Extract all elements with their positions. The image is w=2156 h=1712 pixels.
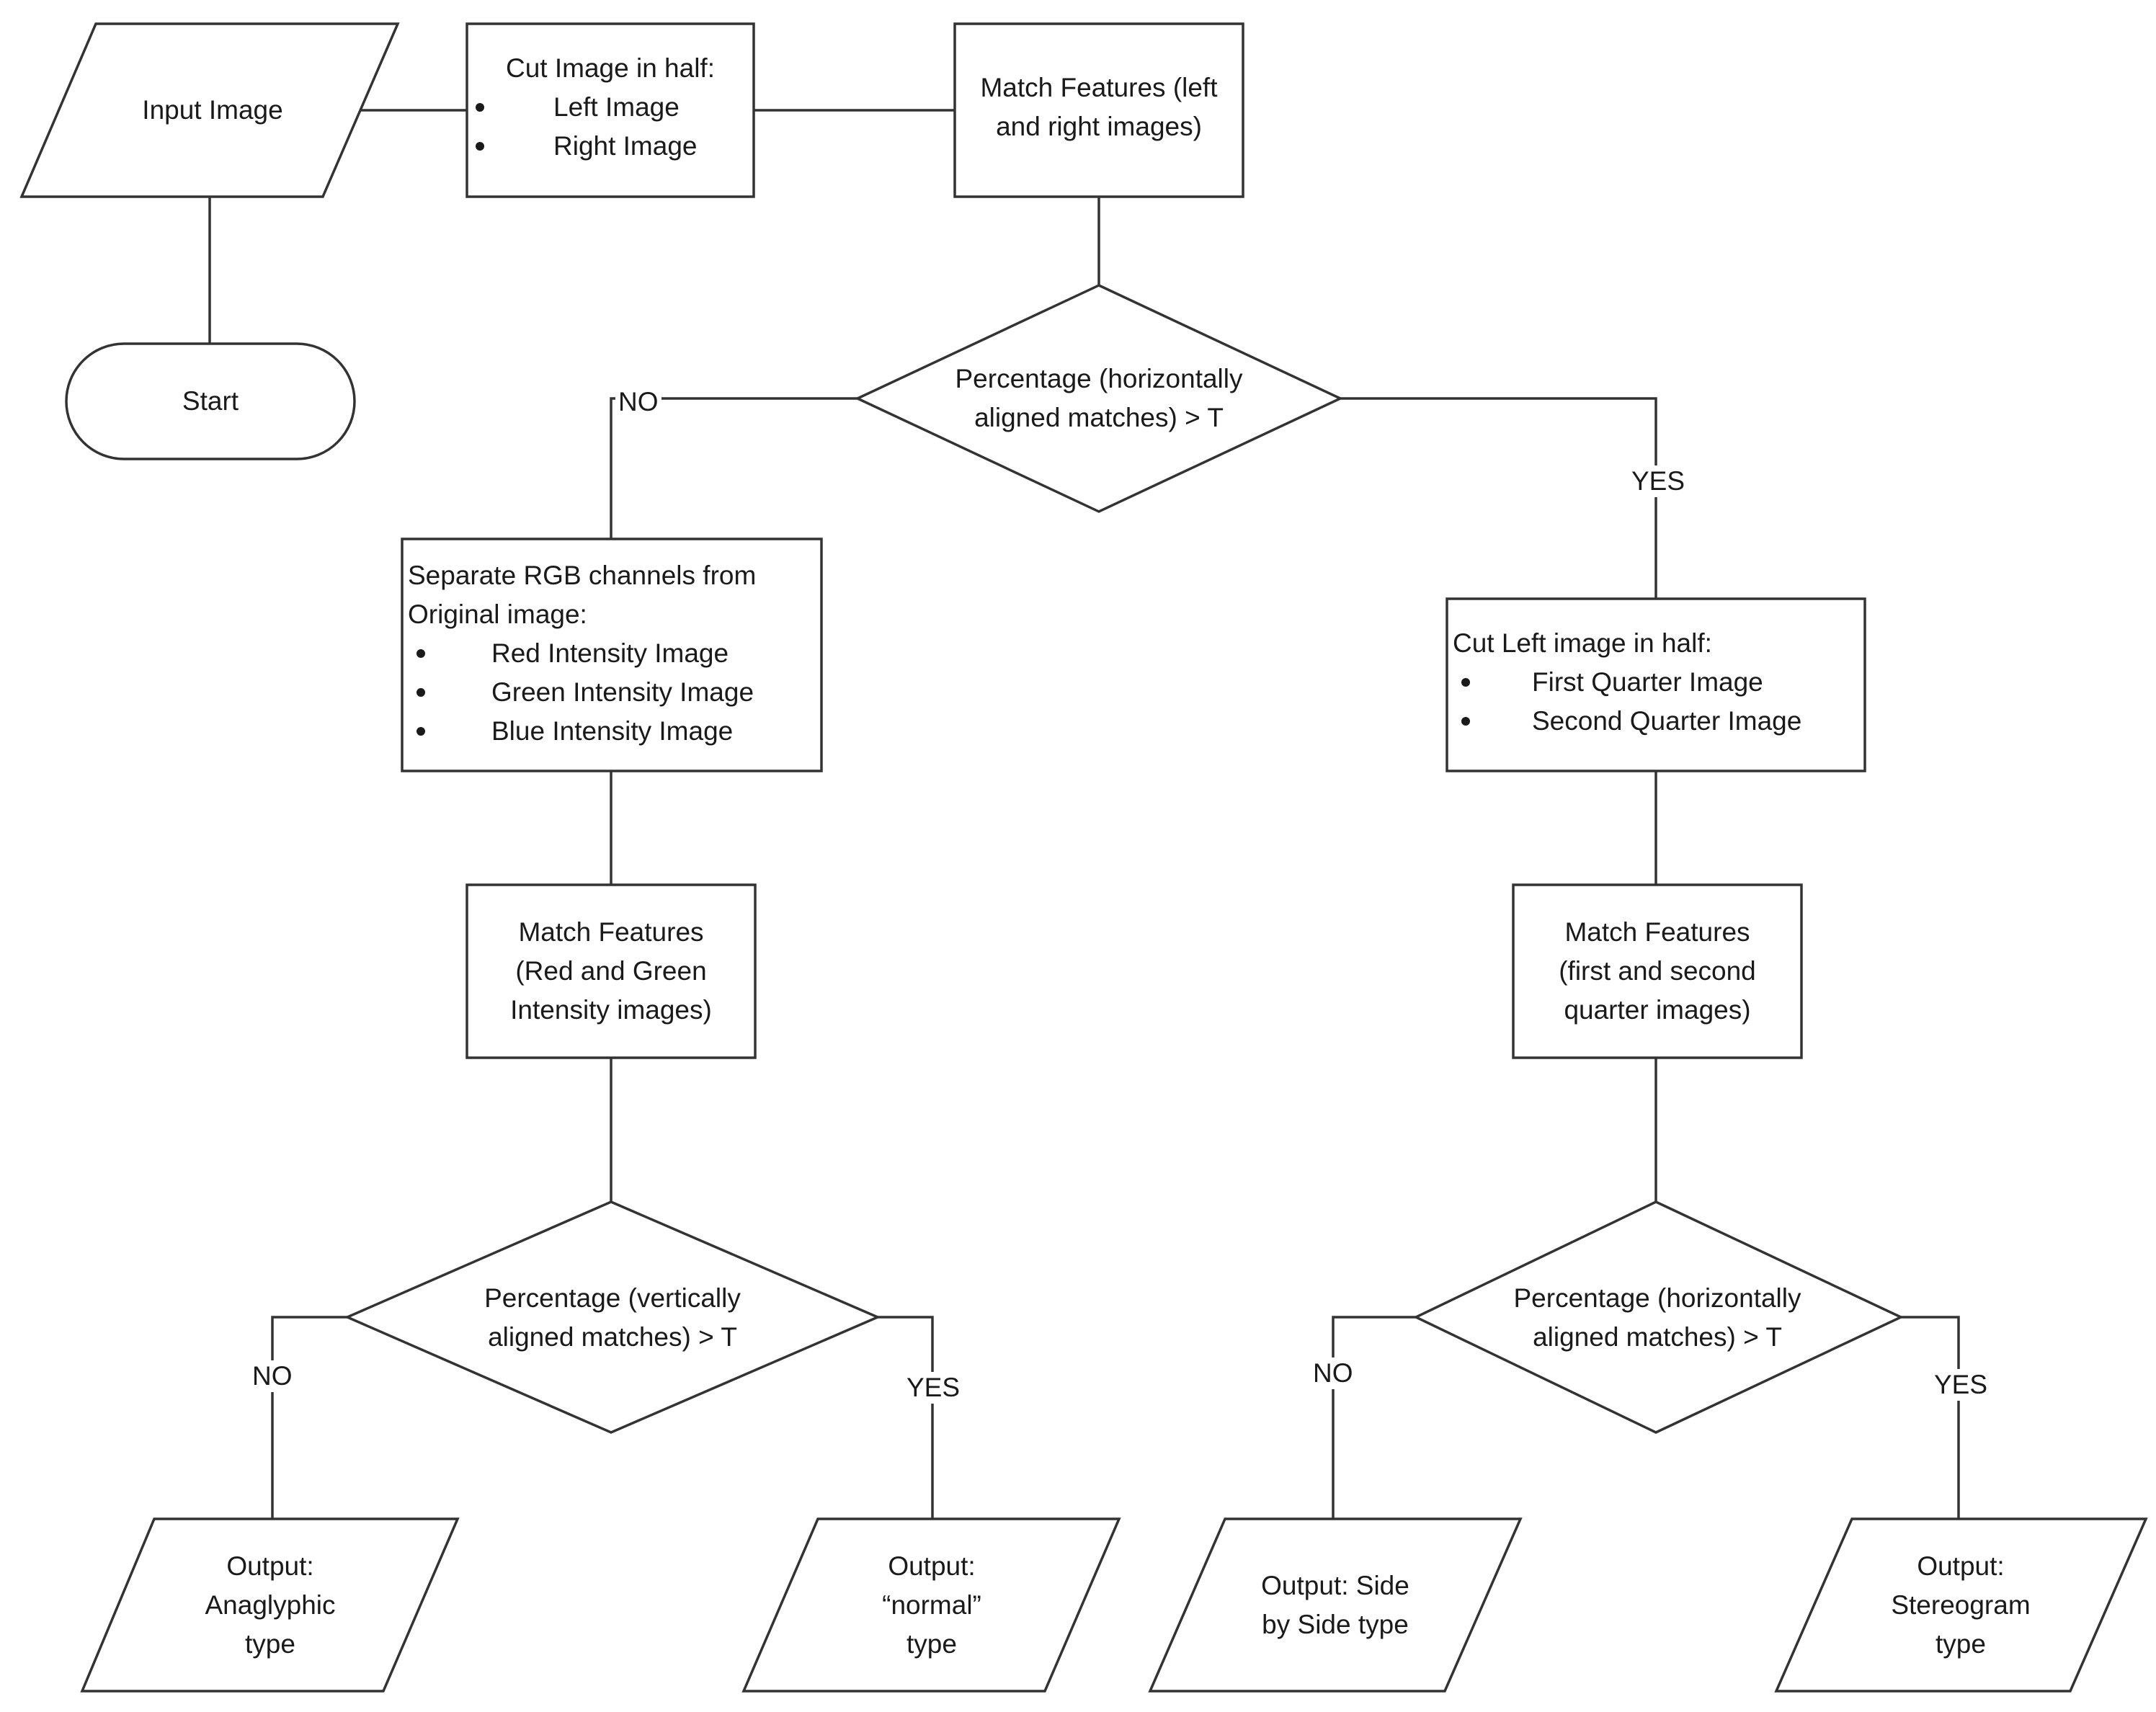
start-shape <box>65 342 356 460</box>
match-rg-label: Match Features (Red and Green Intensity … <box>510 917 712 1025</box>
match-lr-shape <box>953 22 1244 198</box>
cut-half-shape <box>466 22 755 198</box>
out-normal-label: Output: “normal” type <box>882 1551 981 1659</box>
input-image-label: Input Image <box>65 24 360 197</box>
connector-decisionh2-yes <box>1901 1316 1960 1519</box>
decision-h2-shape <box>1412 1200 1905 1434</box>
edge-label-yes: YES <box>1931 1369 1991 1401</box>
separate-rgb-list: Red Intensity Image Green Intensity Imag… <box>408 634 819 751</box>
bullet-icon <box>416 649 425 658</box>
decision-h2-label: Percentage (horizontally aligned matches… <box>1513 1283 1801 1352</box>
out-sidebyside-label: Output: Side by Side type <box>1261 1570 1409 1639</box>
connector-decisionh2-no <box>1332 1316 1416 1519</box>
connector-decisionv-no <box>271 1316 347 1519</box>
cut-left-shape <box>1446 597 1866 772</box>
cut-left-list: First Quarter Image Second Quarter Image <box>1453 663 1863 741</box>
list-item: Green Intensity Image <box>408 673 819 712</box>
input-image-text: Input Image <box>142 95 283 125</box>
bullet-icon <box>1461 678 1470 687</box>
bullet-icon <box>476 103 484 112</box>
edge-label-no: NO <box>1310 1357 1356 1389</box>
edge-label-no: NO <box>249 1360 295 1392</box>
list-item: Blue Intensity Image <box>408 712 819 751</box>
bullet-icon <box>1461 717 1470 726</box>
cut-half-label: Cut Image in half: Left Image Right Imag… <box>467 49 754 179</box>
match-lr-label: Match Features (left and right images) <box>980 73 1218 141</box>
start-text: Start <box>182 386 239 416</box>
bullet-icon <box>416 688 425 697</box>
out-stereogram-shape <box>1774 1517 2148 1693</box>
decision-h1-label: Percentage (horizontally aligned matches… <box>955 364 1243 432</box>
list-item: Right Image <box>467 127 754 166</box>
list-item: Red Intensity Image <box>408 634 819 673</box>
connector-decision-yes <box>1340 397 1657 599</box>
cut-half-title: Cut Image in half: <box>506 53 715 83</box>
cut-half-list: Left Image Right Image <box>467 88 754 166</box>
separate-rgb-label: Separate RGB channels from Original imag… <box>408 556 819 758</box>
input-image-shape <box>19 22 400 198</box>
connector-decisionv-yes <box>878 1316 934 1519</box>
out-anaglyphic-shape <box>80 1517 460 1693</box>
out-anaglyphic-label: Output: Anaglyphic type <box>205 1551 336 1659</box>
connectors <box>208 109 1960 1519</box>
decision-v-label: Percentage (vertically aligned matches) … <box>484 1283 741 1352</box>
connector-decision-no <box>610 397 858 539</box>
out-normal-shape <box>741 1517 1121 1693</box>
match-rg-shape <box>466 883 757 1059</box>
match-q-label: Match Features (first and second quarter… <box>1559 917 1756 1025</box>
out-stereogram-label: Output: Stereogram type <box>1891 1551 2031 1659</box>
list-item: First Quarter Image <box>1453 663 1863 702</box>
cut-left-label: Cut Left image in half: First Quarter Im… <box>1453 624 1863 754</box>
match-q-shape <box>1512 883 1803 1059</box>
separate-rgb-shape <box>401 538 823 772</box>
list-item: Second Quarter Image <box>1453 702 1863 741</box>
shapes <box>19 22 2148 1693</box>
edge-label-yes: YES <box>904 1372 963 1404</box>
edge-label-yes: YES <box>1629 465 1688 497</box>
bullet-icon <box>476 142 484 151</box>
out-sidebyside-shape <box>1148 1517 1523 1693</box>
decision-v-shape <box>344 1200 881 1434</box>
start-label: Start <box>66 344 355 459</box>
edge-label-no: NO <box>615 386 662 418</box>
decision-h1-shape <box>854 284 1344 513</box>
bullet-icon <box>416 727 425 736</box>
list-item: Left Image <box>467 88 754 127</box>
